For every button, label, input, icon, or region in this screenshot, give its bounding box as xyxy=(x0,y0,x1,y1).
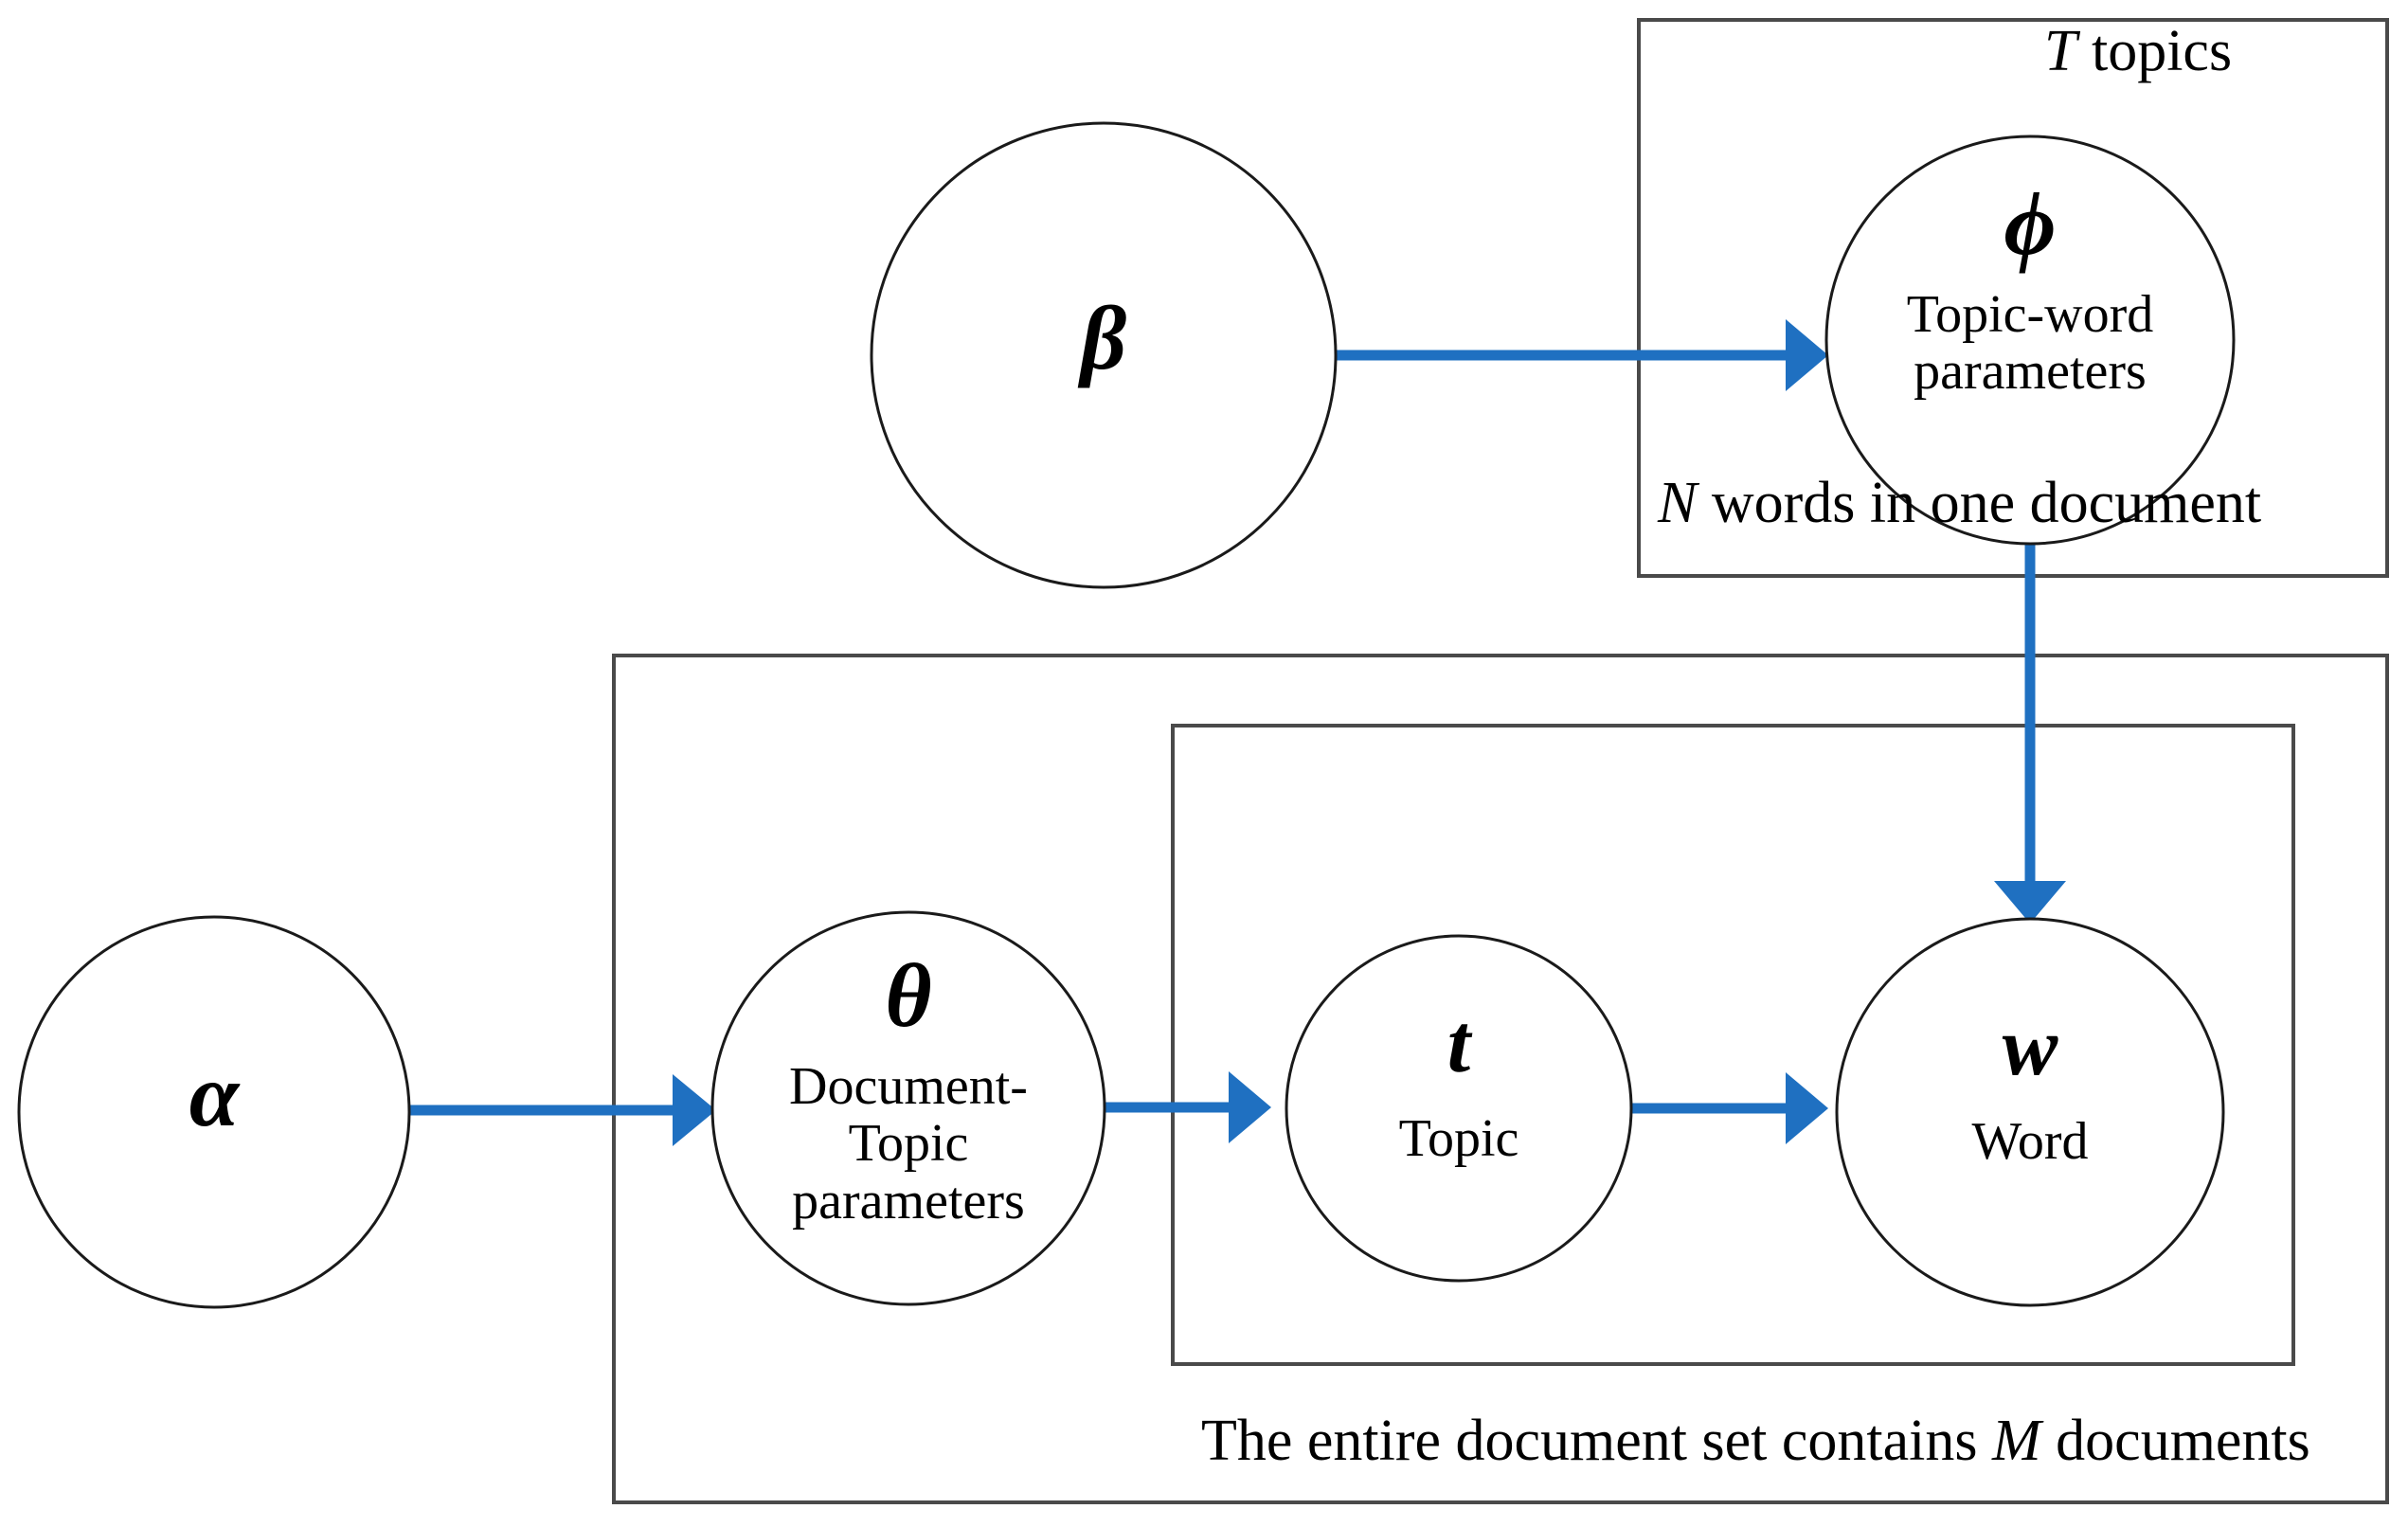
node-phi: ϕ Topic-word parameters xyxy=(1841,175,2219,401)
plate-words-label: N words in one document xyxy=(1658,472,2261,535)
node-t: t Topic xyxy=(1269,999,1648,1168)
node-alpha: α xyxy=(25,1047,404,1144)
edge-beta-to-phi xyxy=(1336,319,1828,391)
plate-words-label-rest: words in one document xyxy=(1697,471,2261,535)
node-theta-label-line1: Document- xyxy=(789,1058,1028,1115)
node-phi-label-line2: parameters xyxy=(1914,343,2147,400)
edge-phi-to-w xyxy=(1994,544,2066,924)
node-theta: θ Document- Topic parameters xyxy=(719,947,1098,1230)
node-theta-label-line2: Topic xyxy=(849,1115,969,1172)
plate-documents-label-var: M xyxy=(1992,1409,2041,1473)
node-w-symbol: w xyxy=(2003,1002,2058,1092)
node-w-label: Word xyxy=(1971,1113,2088,1170)
plate-documents-label-suffix: documents xyxy=(2041,1409,2310,1473)
node-phi-symbol: ϕ xyxy=(2004,175,2057,273)
edge-t-to-w xyxy=(1631,1072,1828,1144)
edge-alpha-to-theta xyxy=(409,1074,716,1146)
node-theta-symbol: θ xyxy=(885,947,931,1045)
node-t-symbol: t xyxy=(1447,999,1470,1089)
plate-topics-label-var: T xyxy=(2044,19,2076,83)
node-beta: β xyxy=(914,290,1293,387)
node-beta-symbol: β xyxy=(1081,290,1127,387)
plate-topics-label-rest: topics xyxy=(2076,19,2232,83)
node-alpha-symbol: α xyxy=(189,1047,240,1144)
plate-documents-label-prefix: The entire document set contains xyxy=(1201,1409,1992,1473)
plate-words-label-var: N xyxy=(1658,471,1697,535)
plate-documents-label: The entire document set contains M docum… xyxy=(1201,1410,2310,1473)
edge-theta-to-t xyxy=(1105,1071,1271,1143)
node-theta-label-line3: parameters xyxy=(792,1173,1025,1230)
node-w: w Word xyxy=(1841,1002,2219,1171)
node-phi-label-line1: Topic-word xyxy=(1907,286,2153,343)
plate-topics-label: T topics xyxy=(2044,20,2232,83)
node-t-label: Topic xyxy=(1399,1110,1519,1167)
